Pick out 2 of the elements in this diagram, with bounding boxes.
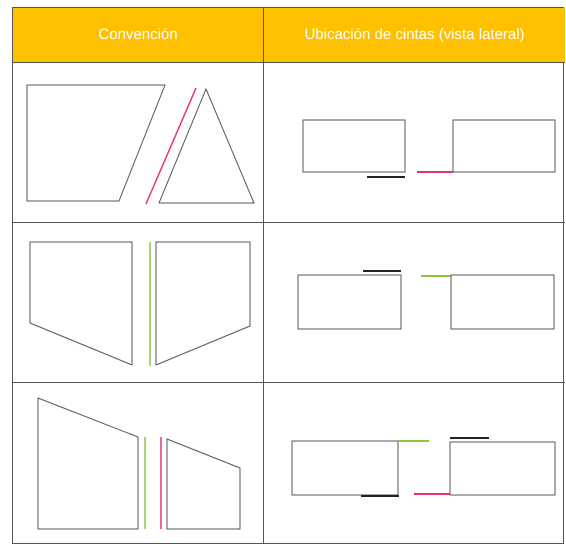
header-cell: Convención: [13, 8, 264, 63]
header-cell: Ubicación de cintas (vista lateral): [264, 8, 565, 63]
